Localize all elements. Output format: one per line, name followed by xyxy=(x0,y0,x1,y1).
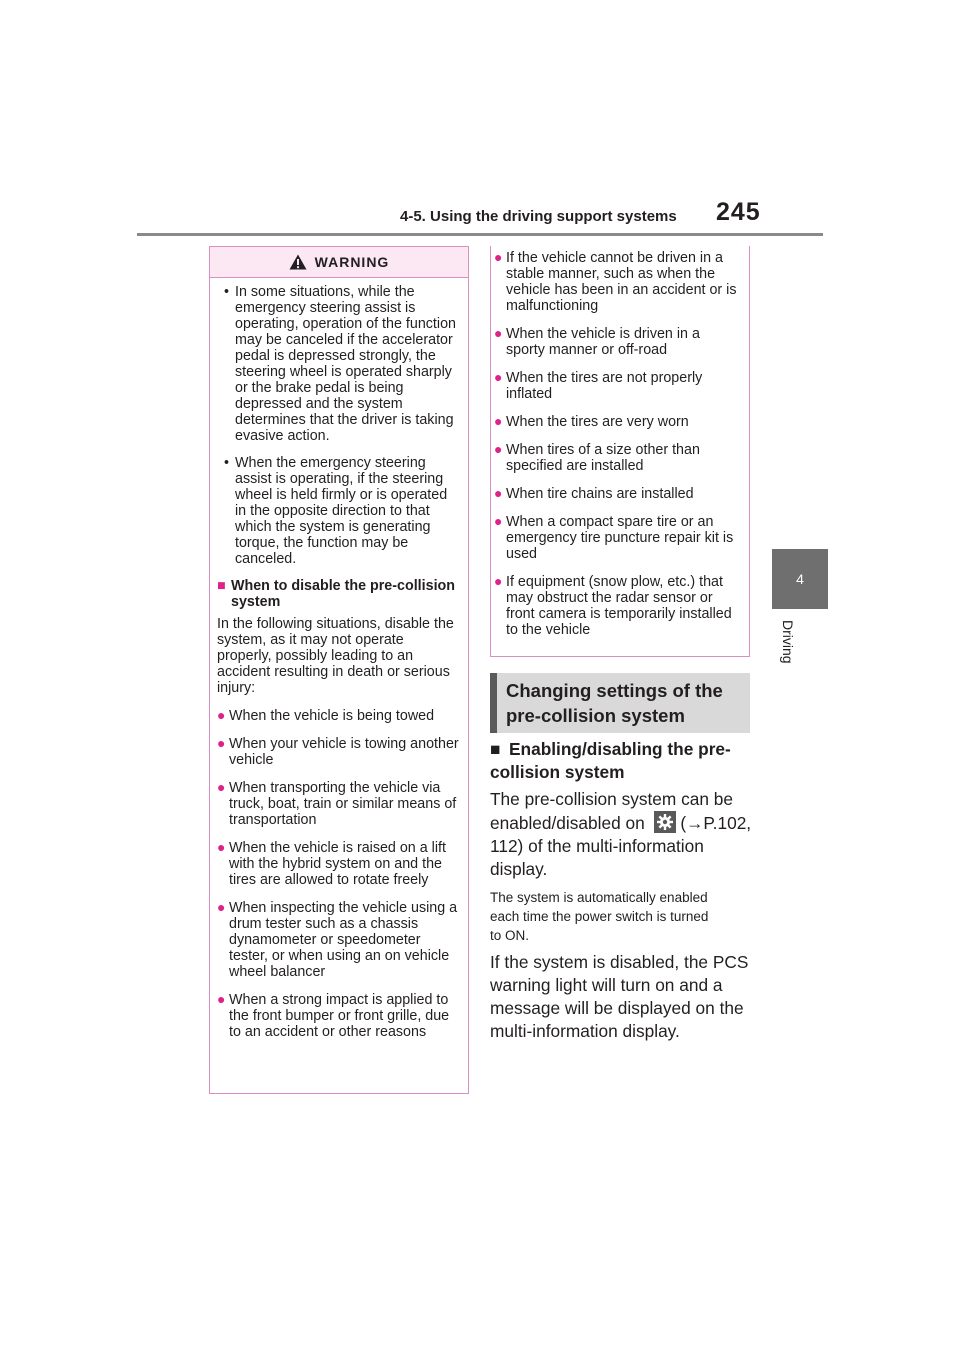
section-title: 4-5. Using the driving support systems xyxy=(400,208,677,225)
warning-body: •In some situations, while the emergency… xyxy=(210,278,468,1040)
dash-item: •In some situations, while the emergency… xyxy=(224,284,456,444)
page-number: 245 xyxy=(716,198,761,226)
dash-item: •When the emergency steering assist is o… xyxy=(224,455,448,567)
warning-subheading: ■When to disable the pre-collision syste… xyxy=(217,578,456,610)
list-item: ●When tires of a size other than specifi… xyxy=(494,441,700,474)
list-item: ●When tire chains are installed xyxy=(494,485,694,502)
chapter-tab: 4 xyxy=(772,549,828,609)
settings-subheading: ■Enabling/disabling the pre-collision sy… xyxy=(490,739,731,782)
chapter-label: Driving xyxy=(780,620,796,664)
settings-paragraph-2: If the system is disabled, the PCS warni… xyxy=(490,952,749,1041)
list-item: ●If the vehicle cannot be driven in a st… xyxy=(494,249,737,314)
warning-triangle-icon xyxy=(289,254,307,270)
settings-note: The system is automatically enabled each… xyxy=(490,890,709,943)
list-item: ●When the vehicle is raised on a lift wi… xyxy=(217,839,446,888)
list-item: ●When inspecting the vehicle using a dru… xyxy=(217,899,458,980)
settings-paragraph: The pre-collision system can be enabled/… xyxy=(490,789,752,879)
continued-list-box: ●If the vehicle cannot be driven in a st… xyxy=(490,246,750,657)
list-item: ●When a strong impact is applied to the … xyxy=(217,991,450,1040)
section-banner: Changing settings of the pre-collision s… xyxy=(490,673,750,733)
warning-box: WARNING •In some situations, while the e… xyxy=(209,246,469,1094)
list-item: ●If equipment (snow plow, etc.) that may… xyxy=(494,573,732,638)
list-item: ●When the vehicle is being towed xyxy=(217,707,435,724)
header-rule xyxy=(137,233,823,236)
list-item: ●When the tires are very worn xyxy=(494,413,689,430)
list-item: ●When the vehicle is driven in a sporty … xyxy=(494,325,700,358)
warning-intro: In the following situations, disable the… xyxy=(217,616,454,696)
list-item: ●When your vehicle is towing another veh… xyxy=(217,735,459,768)
list-item: ●When the tires are not properly inflate… xyxy=(494,369,703,402)
list-item: ●When transporting the vehicle via truck… xyxy=(217,779,457,828)
warning-header: WARNING xyxy=(210,247,468,278)
list-item: ●When a compact spare tire or an emergen… xyxy=(494,513,734,562)
warning-title: WARNING xyxy=(314,254,390,270)
gear-icon xyxy=(653,811,676,833)
